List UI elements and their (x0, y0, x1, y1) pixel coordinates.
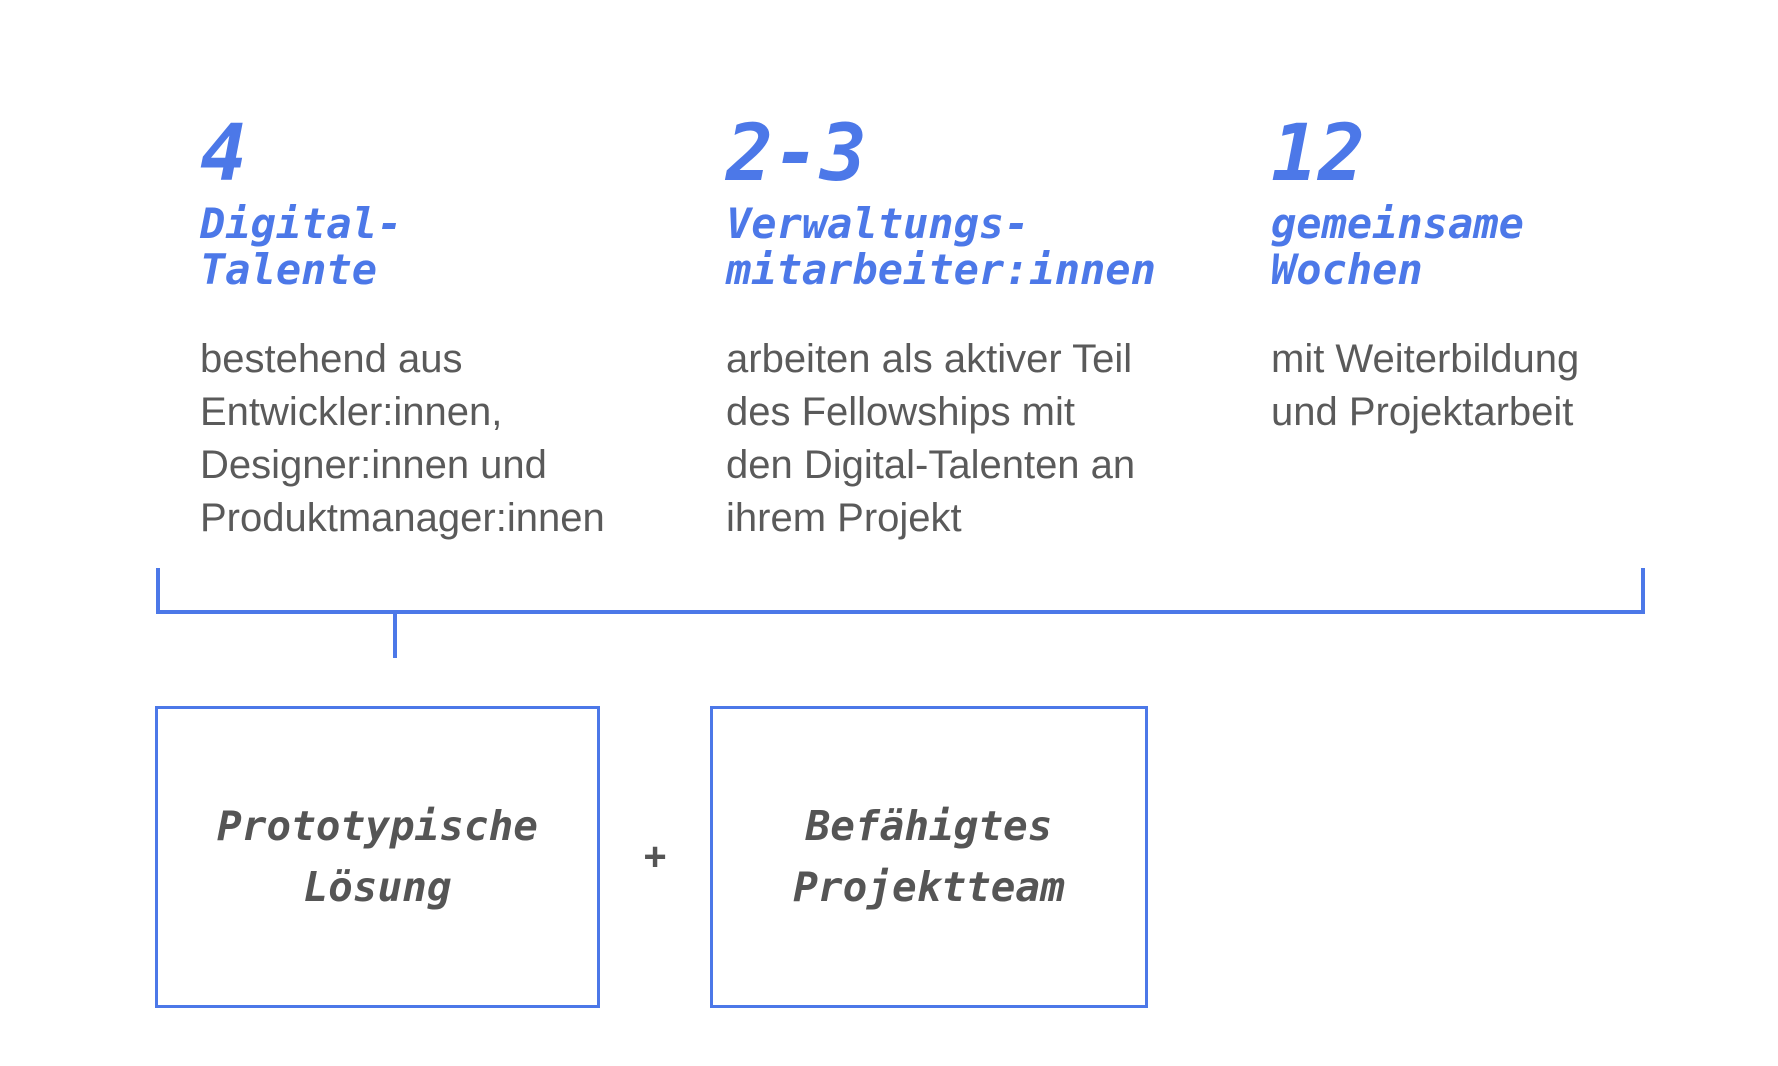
stat-body: mit Weiterbildung und Projektarbeit (1271, 337, 1580, 434)
stat-heading: gemeinsame Wochen (1271, 199, 1524, 294)
output-box-befaehigtes-projektteam: Befähigtes Projektteam (710, 706, 1148, 1008)
bracket-horizontal-line (156, 610, 1645, 614)
bracket-right-tick (1641, 568, 1645, 614)
output-box-prototypische-loesung: Prototypische Lösung (155, 706, 600, 1008)
bracket-left-tick (156, 568, 160, 614)
stat-number: 4 (200, 109, 247, 199)
stat-column-gemeinsame-wochen: 12 gemeinsame Wochen mit Weiterbildung u… (1271, 112, 1778, 439)
stat-column-digital-talente: 4 Digital- Talente bestehend aus Entwick… (200, 112, 710, 545)
stat-body: arbeiten als aktiver Teil des Fellowship… (726, 337, 1136, 540)
plus-sign: + (643, 835, 667, 879)
stat-heading: Verwaltungs- mitarbeiter:innen (726, 199, 1156, 294)
stat-number: 12 (1271, 109, 1365, 199)
stat-heading: Digital- Talente (200, 199, 403, 294)
stat-body: bestehend aus Entwickler:innen, Designer… (200, 337, 605, 540)
bracket-down-tick (393, 610, 397, 658)
box-label: Prototypische Lösung (217, 802, 538, 911)
stat-column-verwaltungsmitarbeiter: 2-3 Verwaltungs- mitarbeiter:innen arbei… (726, 112, 1236, 545)
stat-number: 2-3 (726, 109, 867, 199)
box-label: Befähigtes Projektteam (793, 802, 1065, 911)
